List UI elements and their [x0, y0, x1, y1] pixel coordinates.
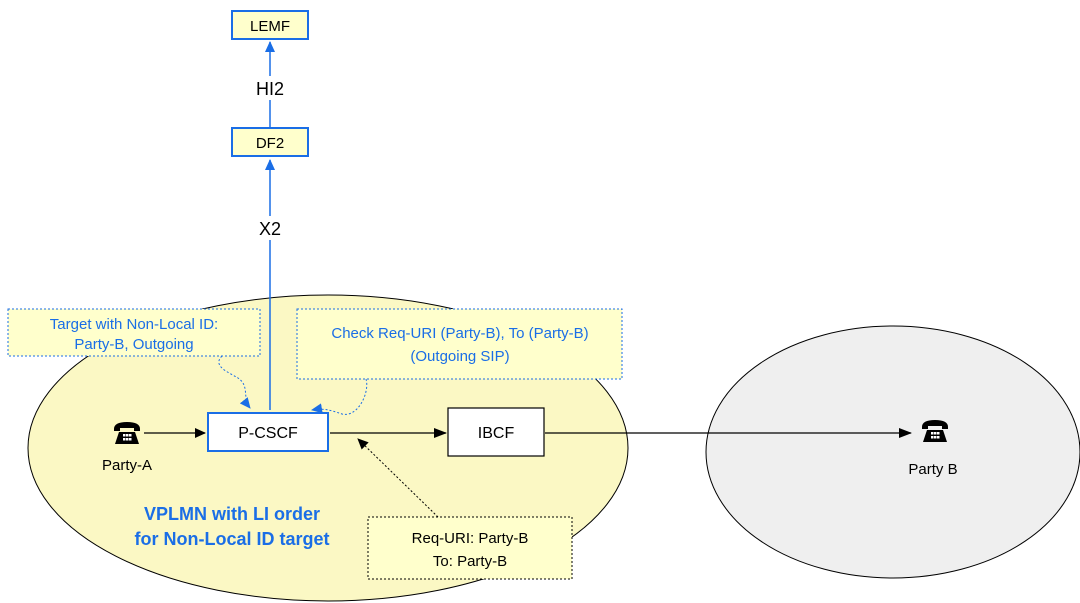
request-callout [367, 516, 573, 580]
hi2-label: HI2 [256, 79, 284, 99]
party-b-label: Party B [908, 461, 957, 478]
target-callout-line2: Party-B, Outgoing [74, 336, 193, 353]
target-callout [7, 308, 261, 357]
telephone-icon [922, 420, 948, 442]
telephone-icon [114, 422, 140, 444]
pcscf-label: P-CSCF [238, 425, 298, 442]
check-callout [296, 308, 623, 380]
ibcf-label: IBCF [478, 425, 515, 442]
hi2-label-bg [252, 76, 288, 100]
lemf-node [231, 10, 309, 40]
target-callout-line1: Target with Non-Local ID: [50, 316, 218, 333]
party-b-network-ellipse [705, 325, 1080, 579]
pcscf-node [207, 412, 329, 452]
ibcf-node [447, 407, 545, 457]
target-callout-pointer [218, 355, 251, 409]
party-a-label: Party-A [102, 457, 152, 474]
lemf-label: LEMF [250, 18, 290, 35]
vplmn-label-line2: for Non-Local ID target [134, 529, 329, 549]
x2-label: X2 [259, 219, 281, 239]
df2-node [231, 127, 309, 157]
check-callout-pointer [311, 378, 368, 415]
request-callout-line1: Req-URI: Party-B [412, 530, 529, 547]
df2-label: DF2 [256, 135, 284, 152]
check-callout-line1: Check Req-URI (Party-B), To (Party-B) [331, 325, 588, 342]
request-callout-line2: To: Party-B [433, 553, 507, 570]
vplmn-label-line1: VPLMN with LI order [144, 504, 320, 524]
request-callout-pointer [357, 438, 439, 518]
x2-label-bg [254, 216, 286, 240]
check-callout-line2: (Outgoing SIP) [410, 348, 509, 365]
